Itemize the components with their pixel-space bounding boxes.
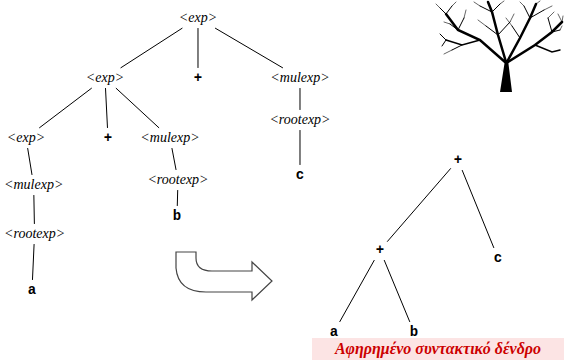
- tree-node: c: [294, 166, 306, 184]
- node-label: +: [194, 70, 202, 86]
- tree-node: <exp>: [177, 9, 219, 27]
- tree-node: <rootexp>: [2, 225, 67, 243]
- tree-trunk: [500, 60, 512, 92]
- tree-edge: [33, 195, 35, 224]
- tree-edge: [340, 260, 375, 322]
- tree-edge: [215, 28, 283, 68]
- node-label: c: [494, 250, 502, 266]
- tree-edge: [177, 190, 178, 206]
- tree-node: <rootexp>: [145, 171, 210, 189]
- tree-edge: [32, 244, 34, 280]
- tree-node: c: [492, 249, 504, 267]
- tree-node: <mulexp>: [138, 129, 201, 147]
- node-label: <exp>: [7, 130, 45, 146]
- tree-edge: [299, 130, 300, 165]
- tree-node: <mulexp>: [2, 176, 65, 194]
- tree-edge: [299, 88, 300, 110]
- tree-node: <rootexp>: [267, 111, 332, 129]
- caption-label: Αφηρημένο συντακτικό δένδρο: [312, 338, 564, 360]
- tree-edge: [121, 28, 183, 68]
- tree-edge: [105, 88, 107, 128]
- caption-text: Αφηρημένο συντακτικό δένδρο: [335, 340, 541, 357]
- tree-edge: [28, 148, 32, 175]
- node-label: +: [104, 130, 112, 146]
- node-label: +: [376, 242, 384, 258]
- tree-edge: [39, 88, 92, 128]
- node-label: +: [454, 152, 462, 168]
- tree-node: <exp>: [5, 129, 47, 147]
- tree-node: a: [26, 281, 38, 299]
- tree-node: <mulexp>: [268, 69, 331, 87]
- node-label: b: [173, 208, 181, 224]
- tree-edge: [197, 28, 198, 68]
- tree-twigs: [436, 1, 563, 54]
- tree-branch: [535, 45, 560, 52]
- tree-edge: [462, 170, 494, 248]
- tree-node: +: [452, 151, 464, 169]
- tree-branch: [508, 22, 562, 62]
- tree-node: +: [374, 241, 386, 259]
- tree-edge: [387, 168, 451, 241]
- transform-arrow: [176, 252, 272, 300]
- node-label: <mulexp>: [270, 70, 329, 86]
- tree-node: +: [192, 69, 204, 87]
- tree-branch: [446, 40, 480, 45]
- node-label: <exp>: [179, 10, 217, 26]
- tree-edge: [384, 260, 410, 322]
- node-label: <mulexp>: [4, 177, 63, 193]
- node-label: a: [28, 282, 36, 298]
- tree-node: +: [102, 129, 114, 147]
- tree-edge: [172, 148, 176, 170]
- tree-picture: [436, 1, 563, 92]
- node-label: <rootexp>: [4, 226, 65, 242]
- tree-branch: [446, 14, 505, 62]
- node-label: <rootexp>: [147, 172, 208, 188]
- node-label: c: [296, 167, 304, 183]
- tree-node: b: [171, 207, 183, 225]
- tree-twigs: [440, 4, 560, 50]
- node-label: <rootexp>: [269, 112, 330, 128]
- node-label: <mulexp>: [140, 130, 199, 146]
- node-label: <exp>: [86, 70, 124, 86]
- tree-node: <exp>: [84, 69, 126, 87]
- tree-edge: [116, 88, 159, 128]
